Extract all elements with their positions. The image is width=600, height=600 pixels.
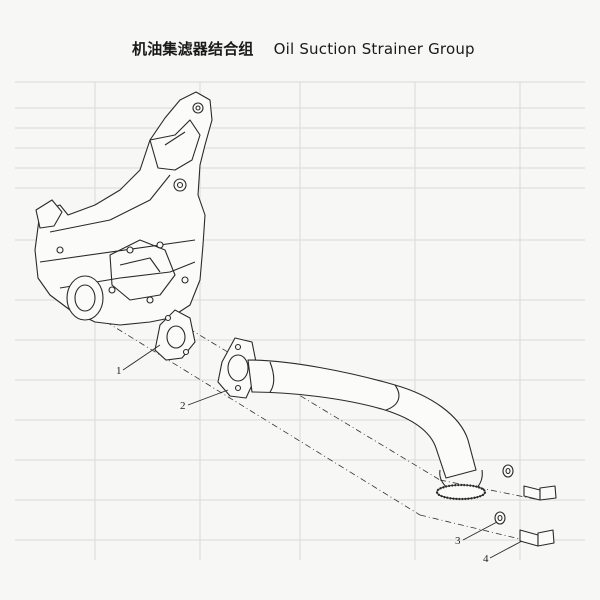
callout-3: 3 [455, 535, 461, 547]
callout-2: 2 [180, 400, 186, 412]
part-2-suction-pipe [217, 337, 487, 501]
callout-4: 4 [483, 553, 489, 565]
leader-lines [122, 344, 523, 559]
page-title: 机油集滤器结合组 Oil Suction Strainer Group [132, 38, 475, 59]
part-1-gasket [154, 309, 196, 361]
part-4-bolts [519, 485, 557, 547]
part-3-washers [494, 464, 514, 525]
callout-1: 1 [116, 365, 122, 377]
title-cn: 机油集滤器结合组 [132, 40, 254, 58]
engine-housing [34, 91, 213, 326]
title-en: Oil Suction Strainer Group [273, 40, 475, 58]
